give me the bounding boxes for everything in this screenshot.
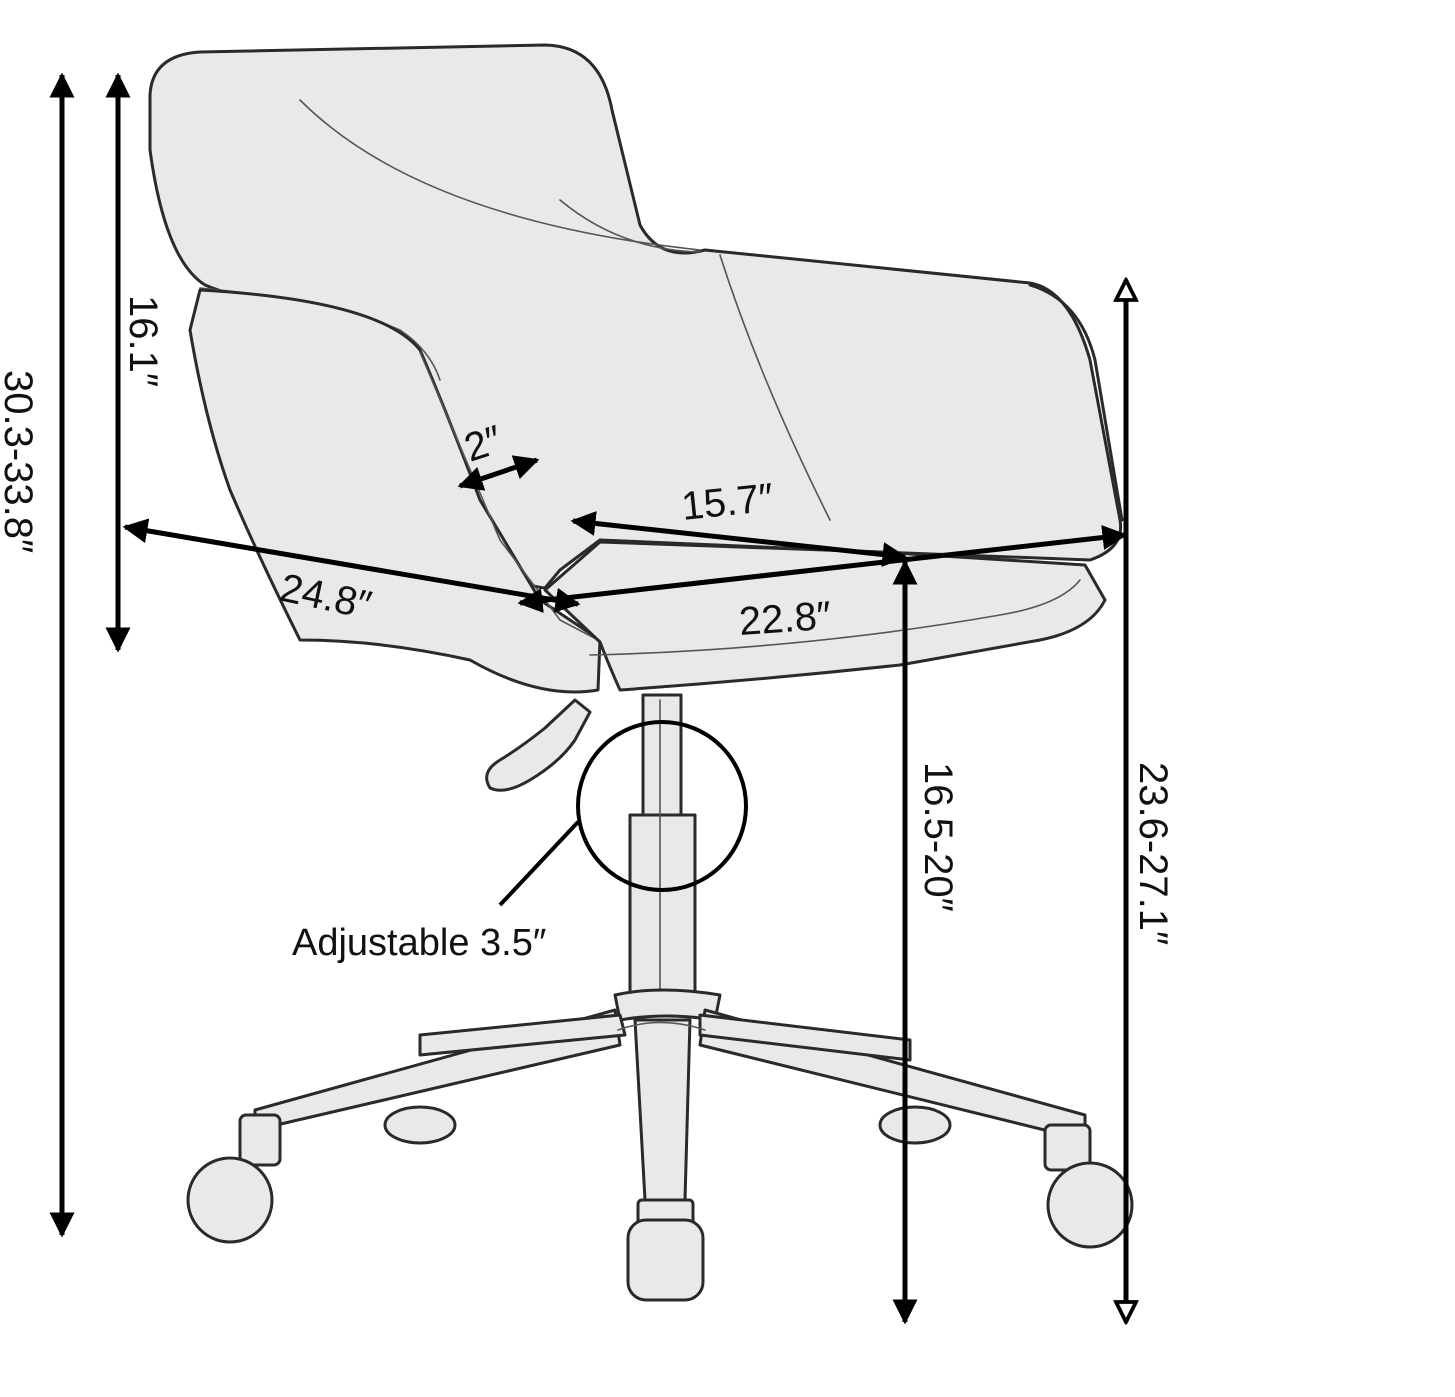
arm-height-label: 23.6-27.1″ [1131, 762, 1175, 945]
dimension-arrows [49, 72, 1128, 1325]
seat-depth-arrow [517, 525, 1128, 613]
seat-width-inner-label: 15.7″ [679, 476, 775, 529]
dimension-labels: 30.3-33.8″ 16.1″ 2″ 15.7″ 24.8″ 22.8″ 16… [0, 295, 1175, 945]
gas-lift-callout: Adjustable 3.5″ [292, 720, 748, 964]
callout-leader [498, 820, 580, 907]
callout-circle [576, 720, 748, 892]
back-height-label: 16.1″ [121, 295, 165, 387]
overall-width-arrow [122, 518, 581, 613]
chair-sketch [148, 43, 1134, 1302]
seat-width-inner-arrow [570, 510, 908, 568]
seat-height-label: 16.5-20″ [916, 762, 960, 912]
seat-depth-label: 22.8″ [738, 594, 833, 644]
star-base [253, 1008, 1087, 1202]
height-lever [485, 698, 592, 792]
callout-label: Adjustable 3.5″ [292, 922, 546, 964]
gas-lift-column [641, 693, 683, 822]
casters [186, 1105, 1134, 1302]
arm-width-arrow [457, 455, 540, 491]
overall-height-label: 30.3-33.8″ [0, 370, 40, 553]
